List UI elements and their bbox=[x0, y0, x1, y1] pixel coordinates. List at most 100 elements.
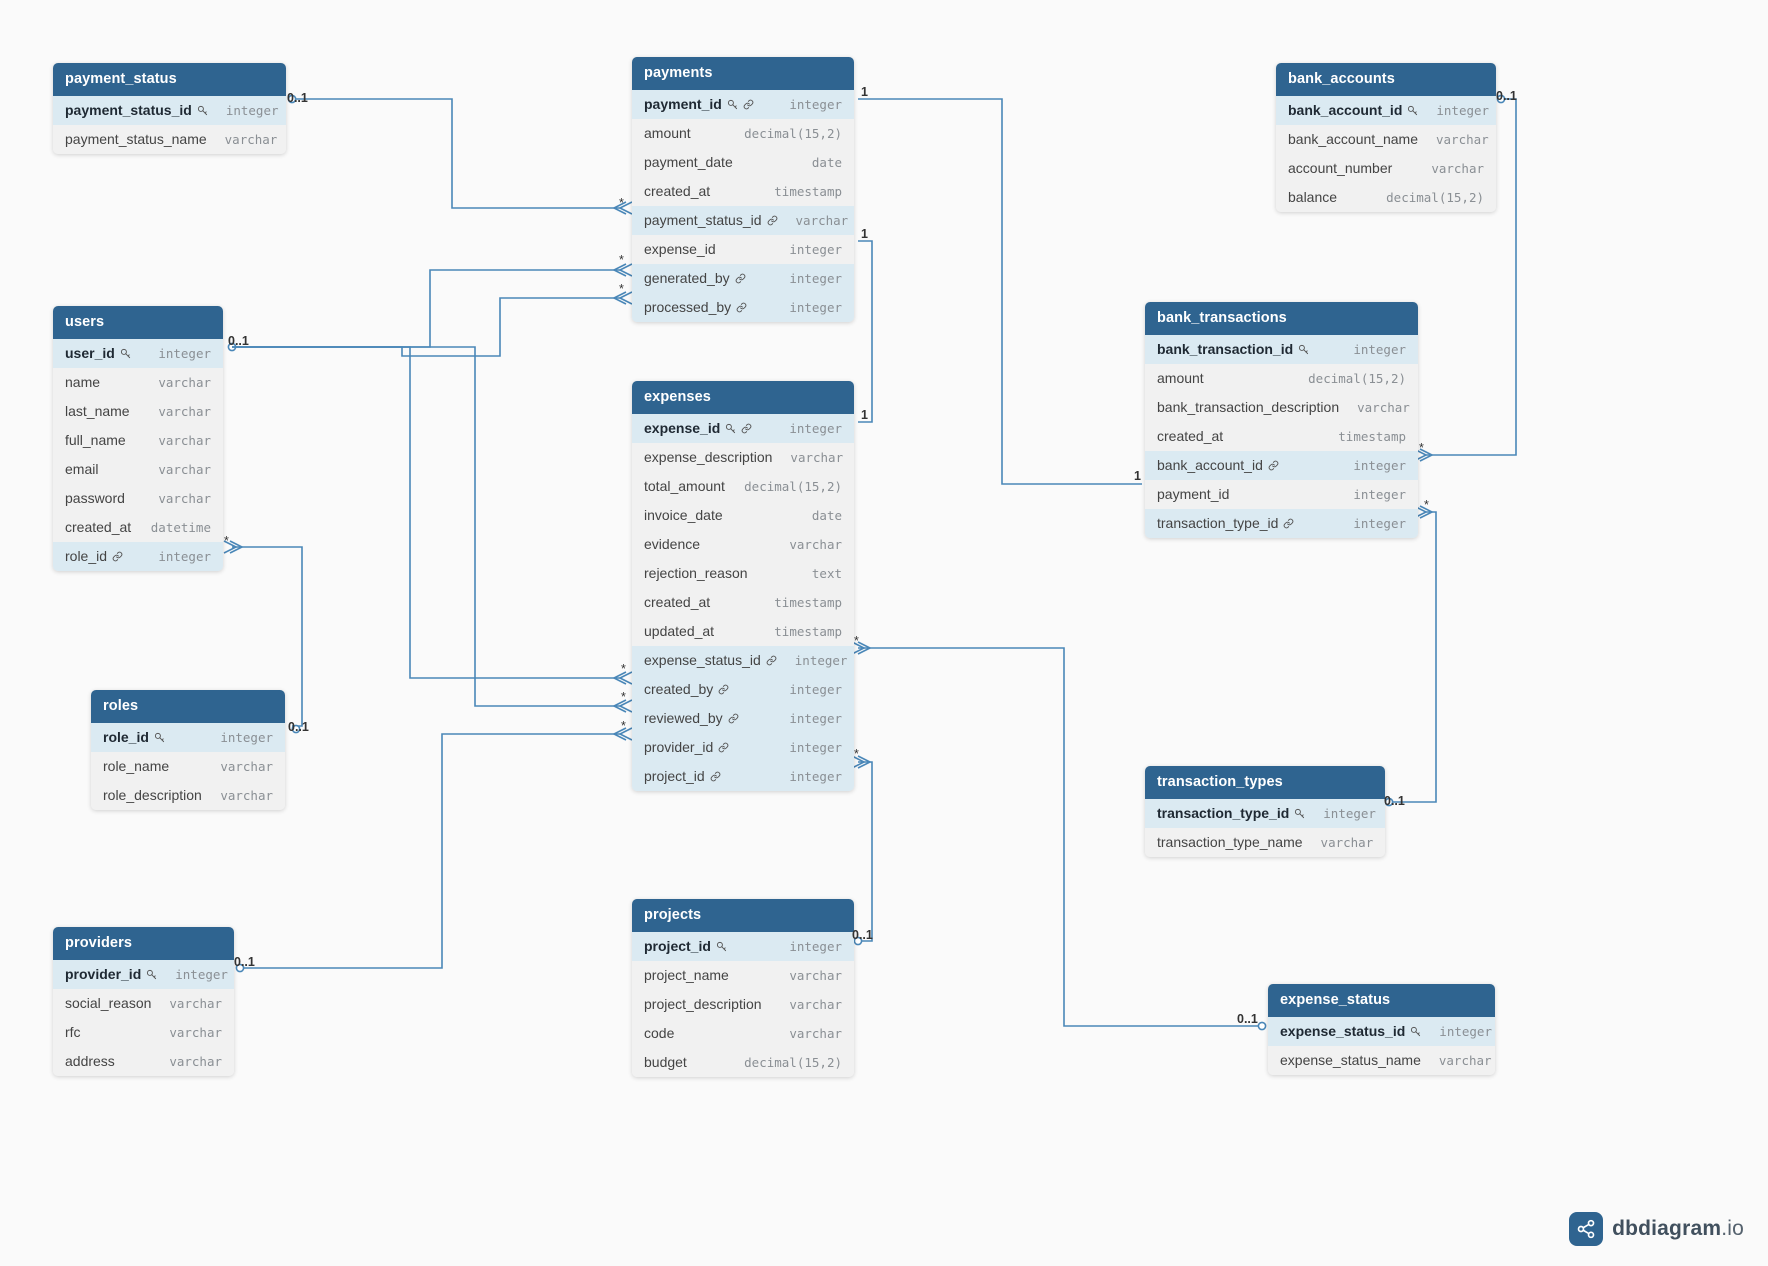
field-name: expense_status_id bbox=[644, 652, 761, 668]
field-name: balance bbox=[1288, 189, 1338, 205]
foreign-key-icon bbox=[112, 551, 123, 562]
primary-key-icon bbox=[1294, 808, 1305, 819]
field-name: rejection_reason bbox=[644, 565, 748, 581]
dbdiagram-watermark[interactable]: dbdiagram.io bbox=[1569, 1212, 1744, 1246]
field-type: varchar bbox=[169, 1053, 222, 1069]
field-type: integer bbox=[789, 420, 842, 436]
table-header-transaction_types[interactable]: transaction_types bbox=[1145, 766, 1385, 799]
field-type: text bbox=[811, 565, 842, 581]
field-name: provider_id bbox=[65, 966, 142, 982]
field-type: varchar bbox=[220, 787, 273, 803]
field-type: integer bbox=[789, 710, 842, 726]
table-header-bank_accounts[interactable]: bank_accounts bbox=[1276, 63, 1496, 96]
primary-key-icon bbox=[716, 941, 727, 952]
table-header-bank_transactions[interactable]: bank_transactions bbox=[1145, 302, 1418, 335]
field-type: varchar bbox=[169, 1024, 222, 1040]
table-header-projects[interactable]: projects bbox=[632, 899, 854, 932]
table-header-expense_status[interactable]: expense_status bbox=[1268, 984, 1495, 1017]
table-header-providers[interactable]: providers bbox=[53, 927, 234, 960]
field-name: name bbox=[65, 374, 101, 390]
field-name: bank_account_id bbox=[1288, 102, 1403, 118]
table-header-payment_status[interactable]: payment_status bbox=[53, 63, 286, 96]
field-name: payment_status_name bbox=[65, 131, 207, 147]
field-name: evidence bbox=[644, 536, 701, 552]
table-header-payments[interactable]: payments bbox=[632, 57, 854, 90]
table-header-roles[interactable]: roles bbox=[91, 690, 285, 723]
table-header-expenses[interactable]: expenses bbox=[632, 381, 854, 414]
table-header-users[interactable]: users bbox=[53, 306, 223, 339]
field-row-expenses-rejection_reason[interactable]: rejection_reason text bbox=[632, 559, 854, 588]
